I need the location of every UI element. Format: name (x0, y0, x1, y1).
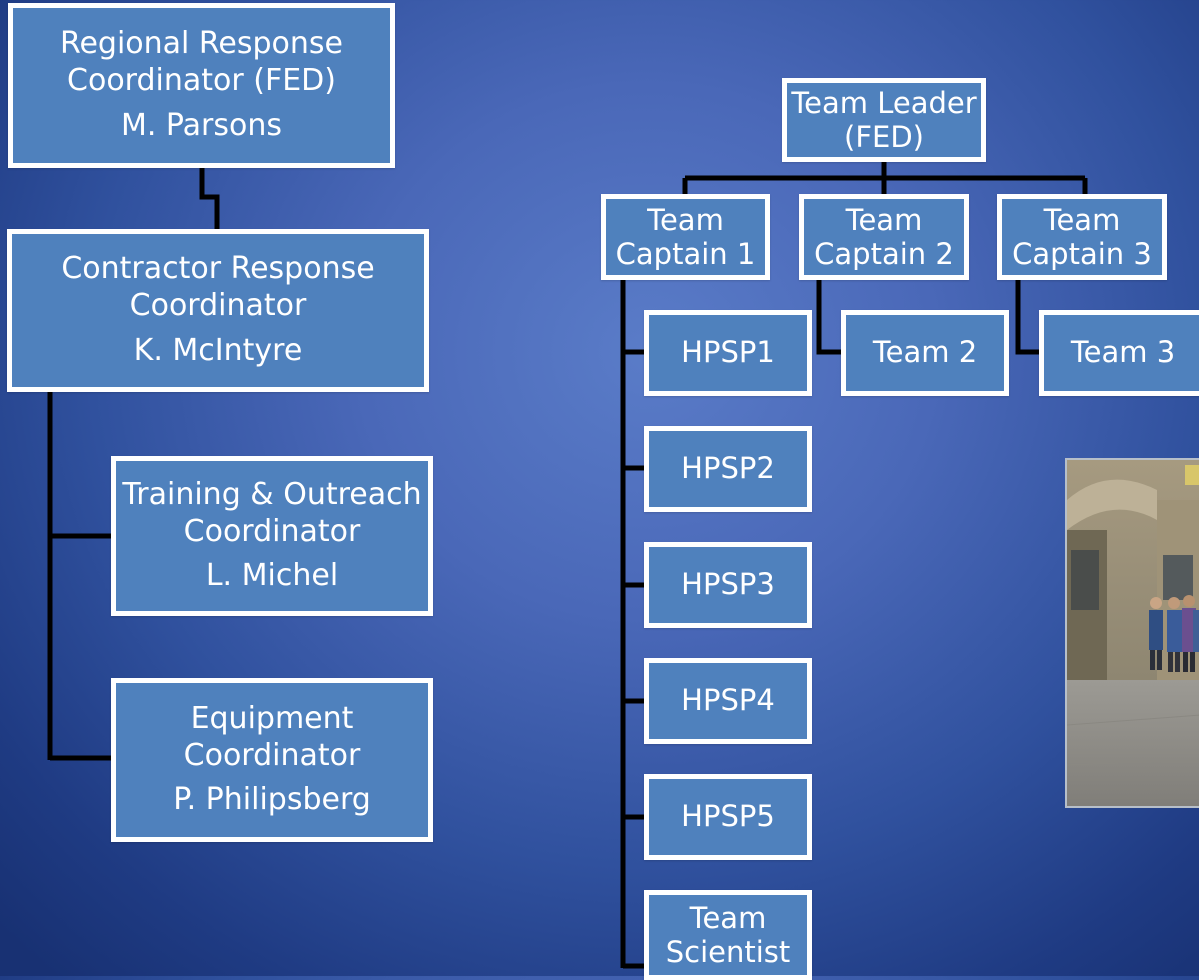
contractor-response-coordinator-box: Contractor Response Coordinator K. McInt… (7, 229, 429, 392)
captain-3-line1: Team (1043, 202, 1121, 237)
team-scientist-line2: Scientist (665, 935, 791, 970)
regional-response-coordinator-box: Regional Response Coordinator (FED) M. P… (8, 3, 395, 168)
captain-2-line2: Captain 2 (814, 237, 954, 271)
hpsp2-box: HPSP2 (644, 426, 812, 512)
contractor-title-line1: Contractor Response (61, 251, 375, 287)
hpsp2-label: HPSP2 (681, 451, 775, 486)
contractor-name: K. McIntyre (133, 332, 303, 368)
regional-title-line2: Coordinator (FED) (67, 63, 336, 99)
team-field-photo-image (1067, 460, 1199, 806)
training-title-line2: Coordinator (183, 513, 361, 549)
captain-3-line2: Captain 3 (1012, 237, 1152, 271)
hpsp1-box: HPSP1 (644, 310, 812, 396)
team-2-box: Team 2 (841, 310, 1009, 396)
hpsp5-box: HPSP5 (644, 774, 812, 860)
team-3-box: Team 3 (1039, 310, 1199, 396)
team-leader-line2: (FED) (844, 120, 924, 154)
team-2-label: Team 2 (872, 335, 978, 370)
captain-1-line1: Team (647, 202, 724, 237)
training-title-line1: Training & Outreach (122, 476, 422, 512)
equipment-title-line2: Coordinator (183, 737, 361, 773)
team-leader-line1: Team Leader (791, 85, 977, 120)
regional-name: M. Parsons (120, 107, 283, 143)
equipment-name: P. Philipsberg (173, 782, 371, 818)
team-3-label: Team 3 (1070, 335, 1176, 370)
training-outreach-coordinator-box: Training & Outreach Coordinator L. Miche… (111, 456, 433, 616)
hpsp4-label: HPSP4 (681, 683, 775, 718)
team-scientist-line1: Team (689, 901, 767, 935)
team-field-photo (1065, 458, 1199, 808)
connector-team3 (1015, 279, 1041, 355)
team-captain-3-box: Team Captain 3 (997, 194, 1167, 280)
contractor-title-line2: Coordinator (129, 288, 307, 324)
team-captain-2-box: Team Captain 2 (799, 194, 969, 280)
captain-2-line1: Team (845, 202, 923, 237)
connector-leader-bar (682, 158, 1088, 198)
hpsp1-label: HPSP1 (681, 335, 775, 370)
team-leader-box: Team Leader (FED) (782, 78, 986, 162)
hpsp5-label: HPSP5 (681, 799, 775, 834)
hpsp3-label: HPSP3 (681, 567, 775, 602)
hpsp4-box: HPSP4 (644, 658, 812, 744)
regional-title-line1: Regional Response (59, 26, 344, 62)
team-scientist-box: Team Scientist (644, 890, 812, 980)
connector-team2 (816, 279, 843, 355)
connector-regional-contractor (199, 167, 220, 233)
training-name: L. Michel (205, 558, 339, 594)
equipment-coordinator-box: Equipment Coordinator P. Philipsberg (111, 678, 433, 842)
hpsp3-box: HPSP3 (644, 542, 812, 628)
equipment-title-line1: Equipment (190, 700, 354, 736)
captain-1-line2: Captain 1 (615, 237, 756, 271)
team-captain-1-box: Team Captain 1 (601, 194, 770, 280)
